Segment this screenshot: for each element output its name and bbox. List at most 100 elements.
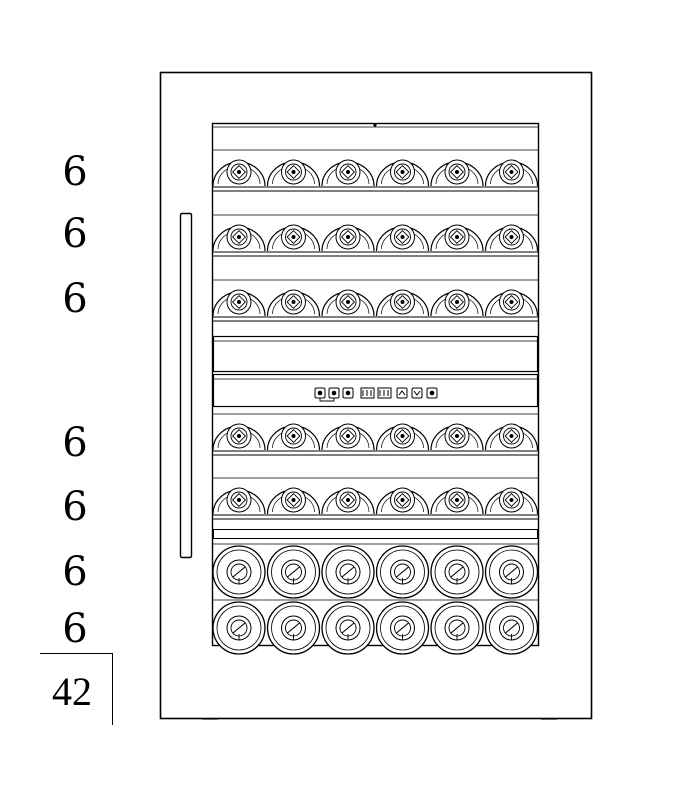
bottle: [321, 423, 375, 451]
down-icon: [411, 387, 423, 399]
bottle: [266, 224, 321, 252]
bottle-cork: [449, 229, 465, 245]
bottle-cork-center: [346, 235, 350, 239]
bottle: [375, 289, 430, 317]
bottle: [266, 601, 321, 655]
bottle-cork-mark: [396, 566, 409, 578]
control-panel: [314, 387, 438, 402]
bottle: [266, 159, 321, 187]
bottle-cork-center: [291, 170, 296, 174]
bottle-cork-center: [455, 300, 459, 304]
bottle-cork-center: [346, 300, 350, 304]
lock-icon: [342, 387, 354, 399]
bottle: [430, 224, 484, 252]
bottle-shoulder: [434, 605, 480, 651]
bottle-cork-center: [291, 235, 296, 239]
bottle: [484, 545, 539, 599]
bottle-lip: [448, 427, 466, 445]
bottle-lip: [230, 427, 248, 445]
bottle-cork-center: [509, 235, 514, 239]
cabinet-top-marker: [373, 123, 377, 127]
shelf-1: [212, 149, 539, 192]
bottle-cork: [395, 294, 410, 310]
bottle-lip: [503, 163, 520, 181]
bottle-cork: [504, 428, 519, 444]
bottle-lip: [503, 228, 520, 246]
bottle-cork: [231, 428, 247, 444]
bottle-cork-center: [291, 498, 296, 502]
shelf-count-3: 6: [62, 276, 88, 322]
lower-divider: [213, 529, 538, 539]
door-handle[interactable]: [179, 212, 193, 559]
bottle-cork: [395, 164, 410, 180]
bottle: [375, 601, 430, 655]
unit-icon: [426, 387, 438, 399]
bottle-lip: [285, 228, 302, 246]
up-icon: [396, 387, 408, 399]
bottle: [212, 601, 266, 655]
button-glyph: [345, 390, 351, 396]
bottle: [375, 224, 430, 252]
bottle-lip: [448, 228, 466, 246]
bottle-lip: [339, 293, 357, 311]
shelf-count-6: 6: [62, 549, 88, 595]
bottle-cork: [395, 428, 410, 444]
shelf-3: [212, 279, 539, 322]
bottle: [375, 159, 430, 187]
bottle-cork-center: [400, 235, 405, 239]
bottle-cork-mark: [287, 566, 300, 578]
bottle: [321, 601, 375, 655]
chevron-down-icon: [413, 390, 421, 396]
bottle: [321, 487, 375, 515]
zone-2-display-icon: [377, 387, 392, 399]
bottle-cork-mark: [450, 622, 464, 634]
bottle-lip: [394, 427, 411, 445]
bottle-cork-center: [291, 434, 296, 438]
bottle-lip: [394, 228, 411, 246]
bottle-shoulder: [380, 605, 425, 651]
bottle-cork-center: [400, 170, 405, 174]
zone-divider: [212, 335, 539, 373]
bottle-lip: [230, 491, 248, 509]
shelf-count-4: 6: [62, 420, 88, 466]
bottle: [375, 487, 430, 515]
total-separator-vertical: [112, 653, 113, 725]
bottle-cork: [340, 294, 356, 310]
bottle: [484, 423, 539, 451]
shelf-count-7: 6: [62, 606, 88, 652]
bottle: [484, 289, 539, 317]
bottle: [212, 159, 266, 187]
bottle-cork-mark: [341, 566, 355, 578]
bottle: [430, 423, 484, 451]
bottle-lip: [448, 491, 466, 509]
bottle-lip: [339, 228, 357, 246]
bottle-lip: [339, 491, 357, 509]
bottle: [430, 487, 484, 515]
bottle-cork-mark: [287, 622, 300, 634]
bottle-cork: [340, 492, 356, 508]
bottle-cork: [395, 229, 410, 245]
bottle-shoulder: [216, 605, 262, 651]
shelf-count-5: 6: [62, 484, 88, 530]
bottle-cork-center: [237, 170, 241, 174]
bottle-lip: [339, 427, 357, 445]
bottle-cork: [449, 428, 465, 444]
bottle-lip: [230, 293, 248, 311]
button-glyph: [429, 390, 435, 396]
power-icon: [314, 387, 326, 399]
bottle-cork-mark: [232, 566, 246, 578]
button-connector: [319, 398, 335, 402]
bottle-lip: [448, 163, 466, 181]
bottle-shoulder: [325, 605, 371, 651]
bottle-cork-center: [455, 498, 459, 502]
bottle-shoulder: [325, 549, 371, 595]
bottle: [321, 289, 375, 317]
bottle-cork: [504, 229, 519, 245]
bottle-lip: [339, 163, 357, 181]
light-icon: [328, 387, 340, 399]
shelf-5: [212, 477, 539, 520]
shelf-count-2: 6: [62, 211, 88, 257]
bottle-cork-mark: [450, 566, 464, 578]
bottle-cork-center: [509, 434, 514, 438]
